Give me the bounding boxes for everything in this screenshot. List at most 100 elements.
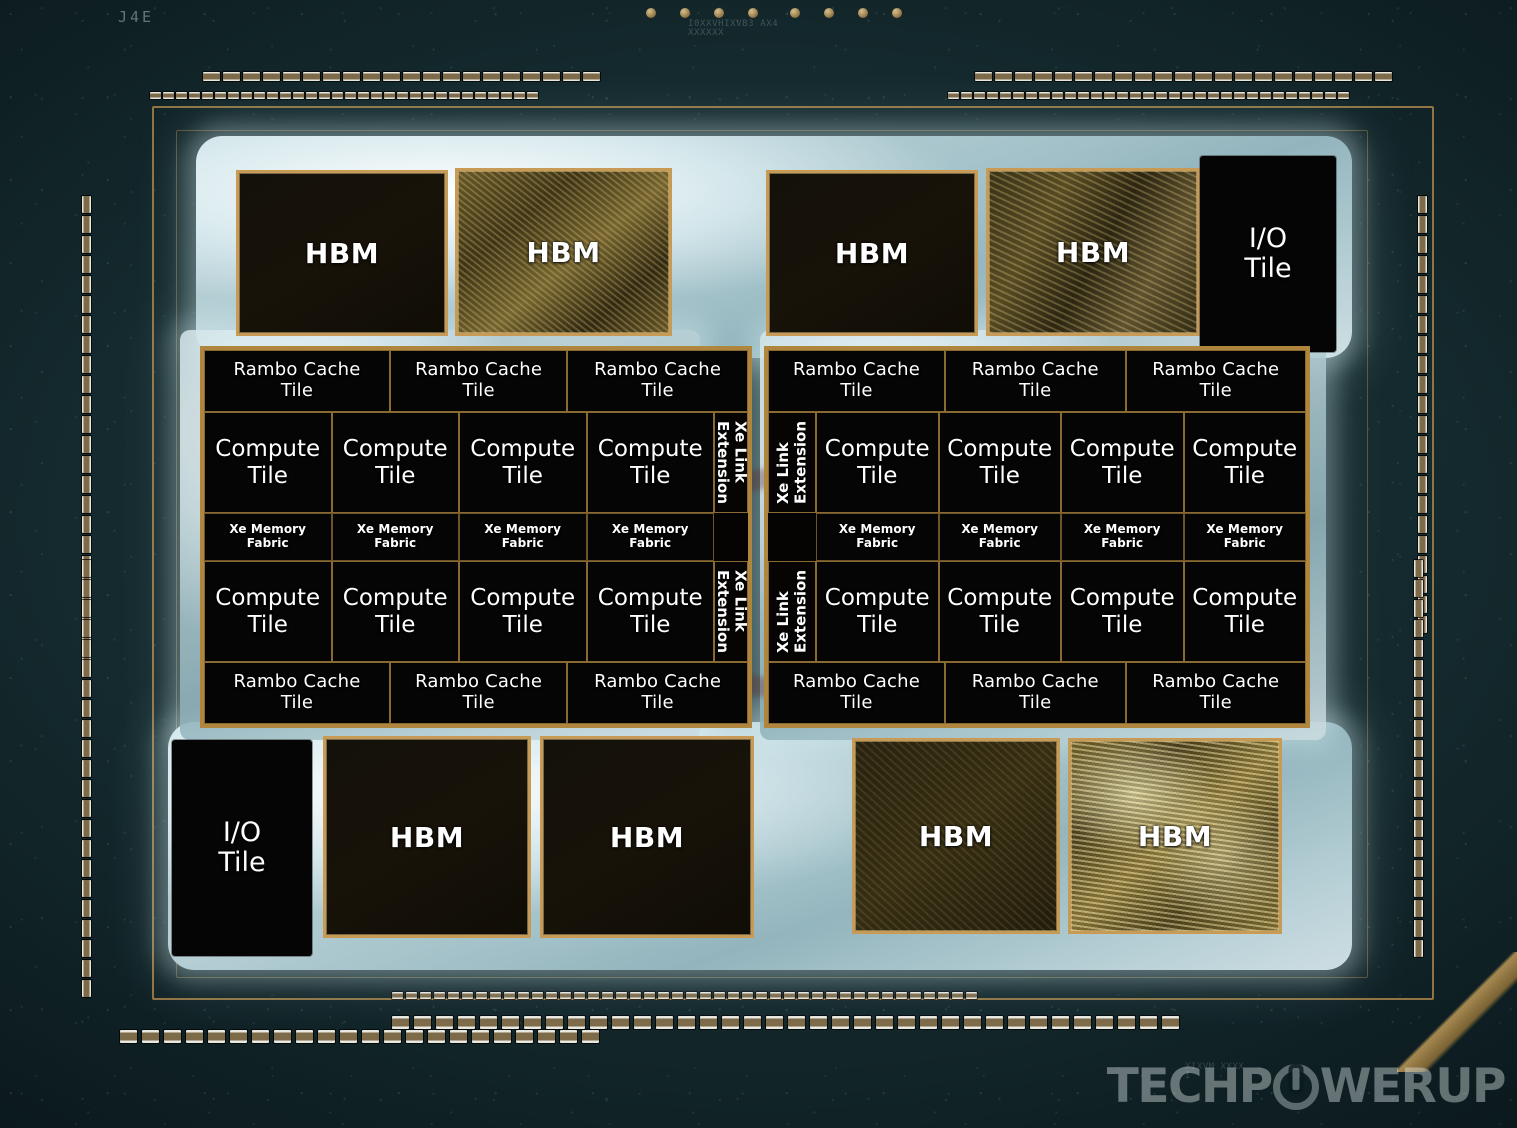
rambo-cache-tile[interactable]: Rambo Cache Tile	[1125, 350, 1306, 412]
smd-capacitor	[1135, 72, 1152, 81]
hbm-die-bottom-4[interactable]: HBM	[1068, 738, 1282, 934]
rambo-cache-tile[interactable]: Rambo Cache Tile	[945, 350, 1126, 412]
tile-label-line1: Xe Memory	[484, 522, 562, 537]
tile-label-line2: Tile	[630, 611, 671, 638]
smd-capacitor	[1162, 1016, 1179, 1029]
tile-label-line2: Tile	[1199, 692, 1232, 713]
smd-capacitor	[790, 8, 800, 18]
compute-tile[interactable]: Compute Tile	[459, 561, 587, 662]
compute-tile[interactable]: Compute Tile	[816, 561, 939, 662]
xe-memory-fabric-tile[interactable]: Xe Memory Fabric	[938, 513, 1061, 561]
hbm-die-top-2[interactable]: HBM	[455, 168, 672, 336]
smd-capacitor	[82, 880, 91, 897]
rambo-cache-tile[interactable]: Rambo Cache Tile	[768, 662, 945, 724]
rambo-cache-tile[interactable]: Rambo Cache Tile	[390, 350, 568, 412]
smd-capacitor	[1247, 92, 1258, 99]
compute-tile[interactable]: Compute Tile	[331, 561, 459, 662]
rambo-cache-tile[interactable]: Rambo Cache Tile	[390, 662, 568, 724]
smd-capacitor	[1418, 456, 1427, 473]
smd-capacitor	[1030, 1016, 1047, 1029]
tile-label-line2: Tile	[979, 462, 1020, 489]
rambo-cache-tile[interactable]: Rambo Cache Tile	[1125, 662, 1306, 724]
compute-tile[interactable]: Compute Tile	[1061, 561, 1184, 662]
tile-label-line1: Rambo Cache	[233, 359, 361, 381]
compute-tile[interactable]: Compute Tile	[586, 561, 714, 662]
smd-capacitor	[82, 456, 91, 473]
rambo-cache-tile[interactable]: Rambo Cache Tile	[204, 350, 390, 412]
smd-capacitor	[371, 92, 382, 99]
xe-memory-fabric-tile[interactable]: Xe Memory Fabric	[1061, 513, 1184, 561]
xe-memory-fabric-tile[interactable]: Xe Memory Fabric	[586, 513, 714, 561]
compute-tile[interactable]: Compute Tile	[459, 412, 587, 513]
xe-memory-fabric-tile[interactable]: Xe Memory Fabric	[459, 513, 587, 561]
smd-capacitor	[241, 92, 252, 99]
smd-capacitor	[612, 1016, 629, 1029]
io-tile-top-right[interactable]: I/O Tile	[1200, 156, 1336, 352]
hbm-die-bottom-2[interactable]: HBM	[540, 736, 754, 938]
xe-link-extension-left-top[interactable]: Xe Link Extension	[714, 412, 748, 513]
smd-capacitor	[397, 92, 408, 99]
tile-label-line2: Fabric	[856, 536, 899, 550]
rambo-cache-tile[interactable]: Rambo Cache Tile	[567, 350, 748, 412]
hbm-die-top-3[interactable]: HBM	[766, 170, 978, 336]
smd-capacitor	[1418, 436, 1427, 453]
compute-tile[interactable]: Compute Tile	[938, 561, 1061, 662]
smd-capacitor	[876, 1016, 893, 1029]
tile-label-line1: Rambo Cache	[971, 671, 1099, 693]
xe-link-extension-left-bottom[interactable]: Xe Link Extension	[714, 561, 748, 662]
hbm-die-bottom-3[interactable]: HBM	[852, 738, 1060, 934]
tile-label-line1: Compute	[1069, 584, 1175, 611]
rambo-cache-tile[interactable]: Rambo Cache Tile	[945, 662, 1126, 724]
compute-tile[interactable]: Compute Tile	[1061, 412, 1184, 513]
compute-tile[interactable]: Compute Tile	[938, 412, 1061, 513]
tile-label-line2: Fabric	[1223, 536, 1266, 550]
xe-link-label-line1: Xe Link	[731, 570, 748, 632]
smd-capacitor	[1075, 72, 1092, 81]
tile-label: Xe Memory Fabric	[357, 522, 434, 551]
rambo-cache-tile[interactable]: Rambo Cache Tile	[768, 350, 945, 412]
xe-memory-fabric-tile[interactable]: Xe Memory Fabric	[204, 513, 332, 561]
io-tile-bottom-left[interactable]: I/O Tile	[172, 740, 312, 956]
smd-capacitor	[490, 992, 501, 999]
xe-memory-fabric-tile[interactable]: Xe Memory Fabric	[1183, 513, 1306, 561]
smd-capacitor	[362, 1030, 379, 1043]
tile-label-line2: Tile	[641, 380, 674, 401]
tile-label: Rambo Cache Tile	[972, 359, 1099, 402]
tile-label-line1: Rambo Cache	[233, 671, 361, 693]
tile-label-line1: Xe Memory	[838, 522, 916, 537]
xe-link-extension-right-bottom[interactable]: Xe Link Extension	[768, 561, 816, 662]
smd-capacitor	[1255, 72, 1272, 81]
tile-label: Xe Memory Fabric	[1206, 522, 1283, 551]
rambo-cache-tile[interactable]: Rambo Cache Tile	[567, 662, 748, 724]
hbm-die-top-4[interactable]: HBM	[986, 168, 1200, 336]
compute-tile[interactable]: Compute Tile	[331, 412, 459, 513]
smd-capacitor	[306, 92, 317, 99]
compute-tile[interactable]: Compute Tile	[204, 412, 332, 513]
xe-memory-fabric-tile[interactable]: Xe Memory Fabric	[331, 513, 459, 561]
xe-link-extension-right-top[interactable]: Xe Link Extension	[768, 412, 816, 513]
tile-label-line2: Tile	[1224, 462, 1265, 489]
smd-capacitor	[1418, 276, 1427, 293]
tile-label-line1: Compute	[1192, 435, 1298, 462]
smd-capacitor	[383, 72, 400, 81]
smd-capacitor	[403, 72, 420, 81]
compute-tile[interactable]: Compute Tile	[586, 412, 714, 513]
tile-label-line1: Xe Memory	[229, 522, 307, 537]
smd-capacitor	[280, 92, 291, 99]
tile-label-line2: Tile	[641, 692, 674, 713]
tile-label-line2: Tile	[630, 462, 671, 489]
compute-tile[interactable]: Compute Tile	[1183, 412, 1306, 513]
compute-tile[interactable]: Compute Tile	[816, 412, 939, 513]
xe-memory-fabric-tile[interactable]: Xe Memory Fabric	[816, 513, 939, 561]
smd-capacitor	[744, 1016, 761, 1029]
smd-capacitor	[228, 92, 239, 99]
hbm-die-top-1[interactable]: HBM	[236, 170, 448, 336]
smd-capacitor	[82, 760, 91, 777]
rambo-cache-tile[interactable]: Rambo Cache Tile	[204, 662, 390, 724]
smd-capacitor	[186, 1030, 203, 1043]
tile-label-line1: Rambo Cache	[594, 359, 722, 381]
compute-tile[interactable]: Compute Tile	[204, 561, 332, 662]
compute-tile[interactable]: Compute Tile	[1183, 561, 1306, 662]
hbm-die-bottom-1[interactable]: HBM	[323, 736, 531, 938]
smd-capacitor	[840, 992, 851, 999]
